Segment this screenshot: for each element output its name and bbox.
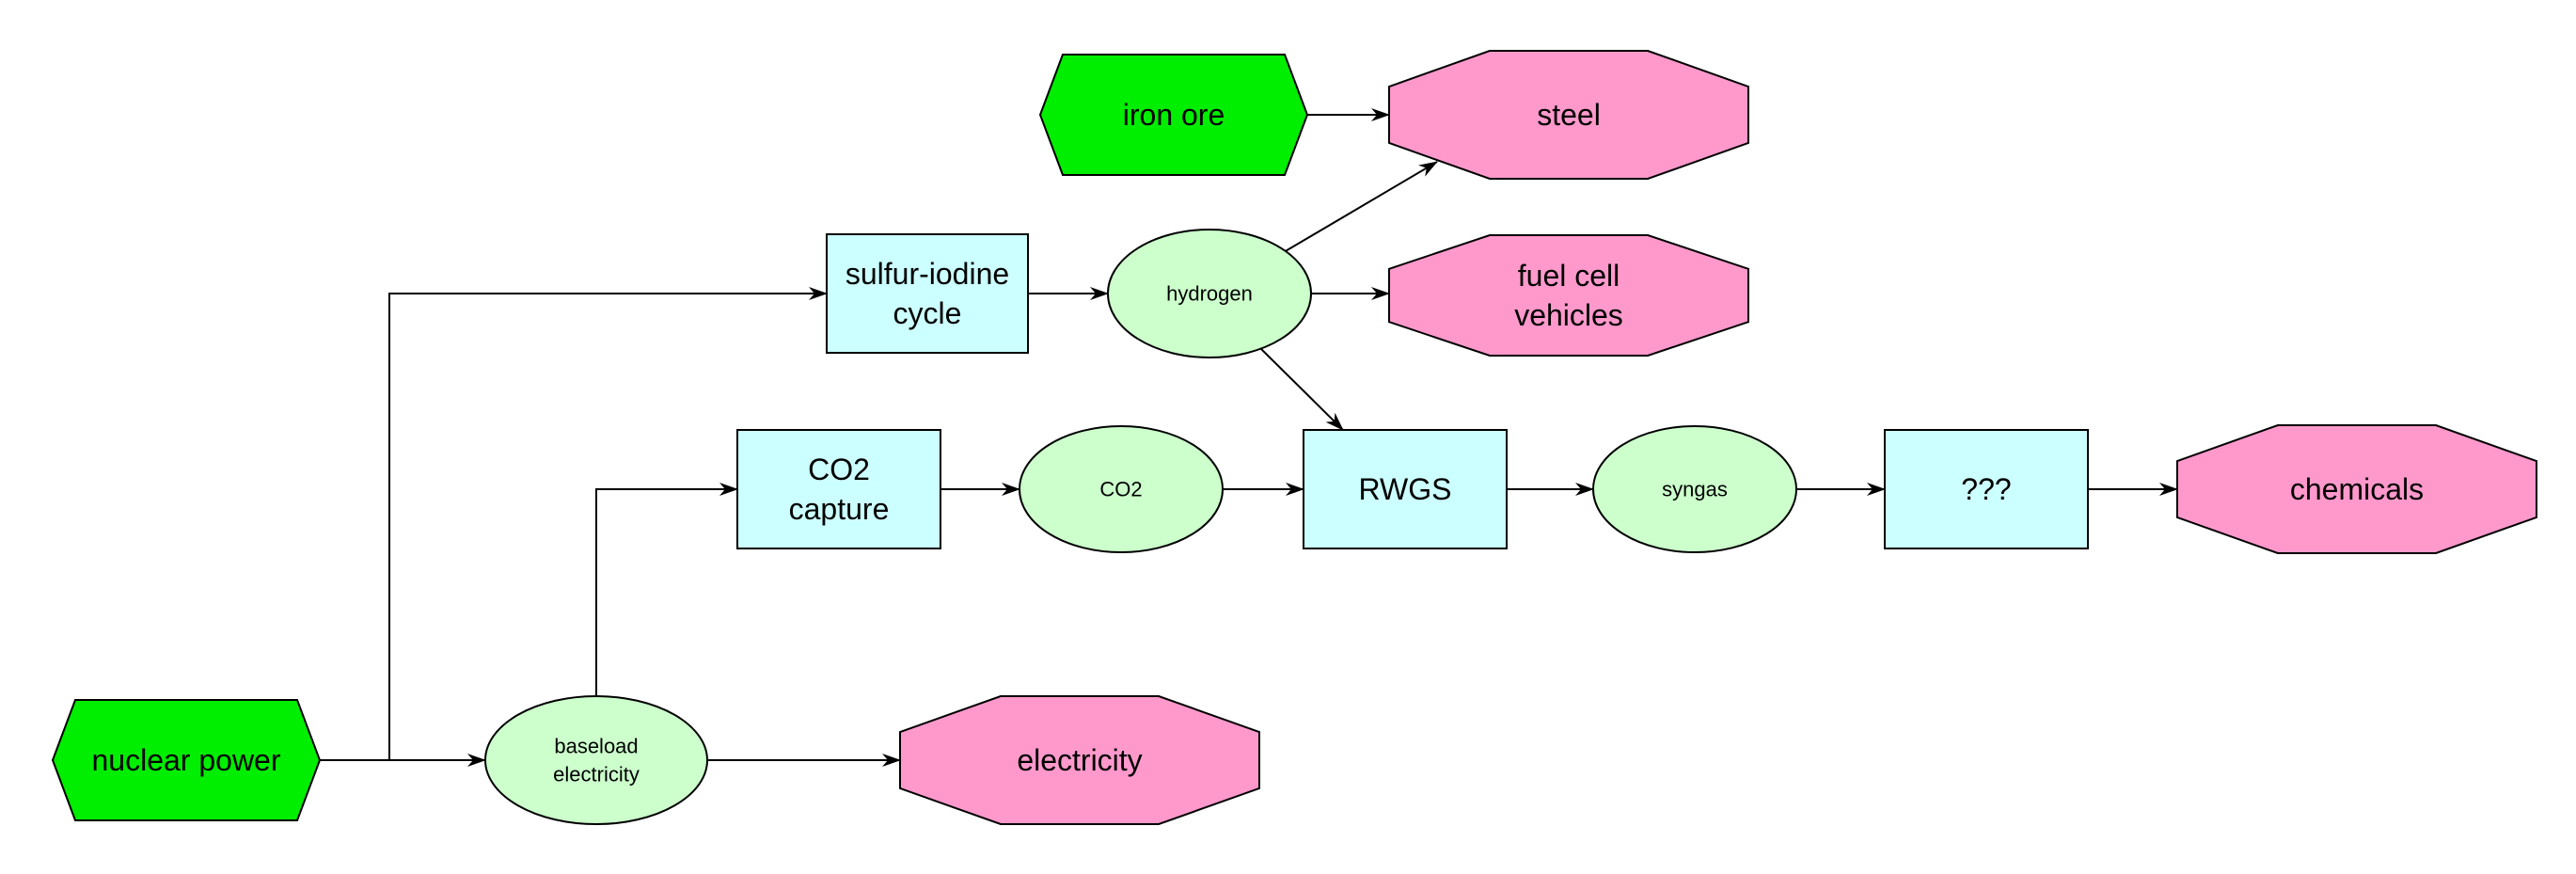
node-co2-label-1: CO2	[1099, 478, 1142, 501]
node-co2-capture-label-1: CO2	[808, 453, 870, 486]
node-sulfur-iodine-cycle-label-1: sulfur-iodine	[845, 257, 1009, 291]
node-rwgs-label-1: RWGS	[1359, 472, 1452, 506]
node-co2-shape	[1019, 425, 1224, 553]
edge-nuclear-power-to-sulfur-iodine-cycle	[320, 287, 828, 761]
node-sulfur-iodine-cycle-label-2: cycle	[893, 296, 962, 330]
node-rwgs-shape	[1303, 429, 1508, 549]
nodes: nuclear power iron ore baseload electricity…	[51, 50, 2537, 825]
edges	[320, 108, 2178, 767]
node-baseload-electricity-shape	[484, 695, 708, 825]
node-iron-ore[interactable]: iron ore	[1038, 54, 1309, 176]
node-hydrogen-label-1: hydrogen	[1166, 282, 1253, 306]
node-electricity-shape	[899, 695, 1260, 825]
edge-hydrogen-to-steel	[1283, 161, 1438, 253]
node-hydrogen[interactable]: hydrogen	[1107, 229, 1312, 358]
node-syngas-shape	[1592, 425, 1797, 553]
node-steel[interactable]: steel	[1388, 50, 1749, 180]
edge-baseload-electricity-to-co2-capture	[595, 483, 738, 696]
node-nuclear-power-label-1: nuclear power	[92, 743, 281, 777]
node-baseload-electricity[interactable]: baseload electricity	[484, 695, 708, 825]
node-co2[interactable]: CO2	[1019, 425, 1224, 553]
node-electricity-label-1: electricity	[1017, 743, 1142, 777]
node-co2-capture-label-2: capture	[789, 492, 890, 526]
node-fuel-cell-vehicles[interactable]: fuel cell vehicles	[1388, 234, 1749, 357]
node-unknown-process[interactable]: ???	[1884, 429, 2089, 549]
node-nuclear-power[interactable]: nuclear power	[51, 699, 322, 821]
node-baseload-electricity-label-1: baseload	[554, 735, 638, 758]
node-chemicals-shape	[2176, 424, 2537, 554]
node-syngas-label-1: syngas	[1662, 478, 1728, 501]
node-baseload-electricity-label-2: electricity	[553, 763, 640, 787]
node-steel-label-1: steel	[1537, 98, 1601, 132]
node-fuel-cell-vehicles-shape	[1388, 234, 1749, 357]
node-chemicals-label-1: chemicals	[2290, 472, 2424, 506]
node-hydrogen-shape	[1107, 229, 1312, 358]
node-co2-capture[interactable]: CO2 capture	[736, 429, 941, 549]
node-fuel-cell-vehicles-label-2: vehicles	[1514, 298, 1623, 332]
node-iron-ore-shape	[1038, 54, 1309, 176]
node-iron-ore-label-1: iron ore	[1123, 98, 1225, 132]
node-sulfur-iodine-cycle[interactable]: sulfur-iodine cycle	[826, 233, 1029, 354]
node-unknown-process-shape	[1884, 429, 2089, 549]
node-unknown-process-label-1: ???	[1961, 472, 2011, 506]
node-steel-shape	[1388, 50, 1749, 180]
edge-hydrogen-to-rwgs	[1259, 347, 1344, 431]
node-chemicals[interactable]: chemicals	[2176, 424, 2537, 554]
node-sulfur-iodine-cycle-shape	[826, 233, 1029, 354]
node-co2-capture-shape	[736, 429, 941, 549]
node-fuel-cell-vehicles-label-1: fuel cell	[1518, 259, 1620, 293]
node-rwgs[interactable]: RWGS	[1303, 429, 1508, 549]
node-nuclear-power-shape	[51, 699, 322, 821]
node-syngas[interactable]: syngas	[1592, 425, 1797, 553]
node-electricity[interactable]: electricity	[899, 695, 1260, 825]
